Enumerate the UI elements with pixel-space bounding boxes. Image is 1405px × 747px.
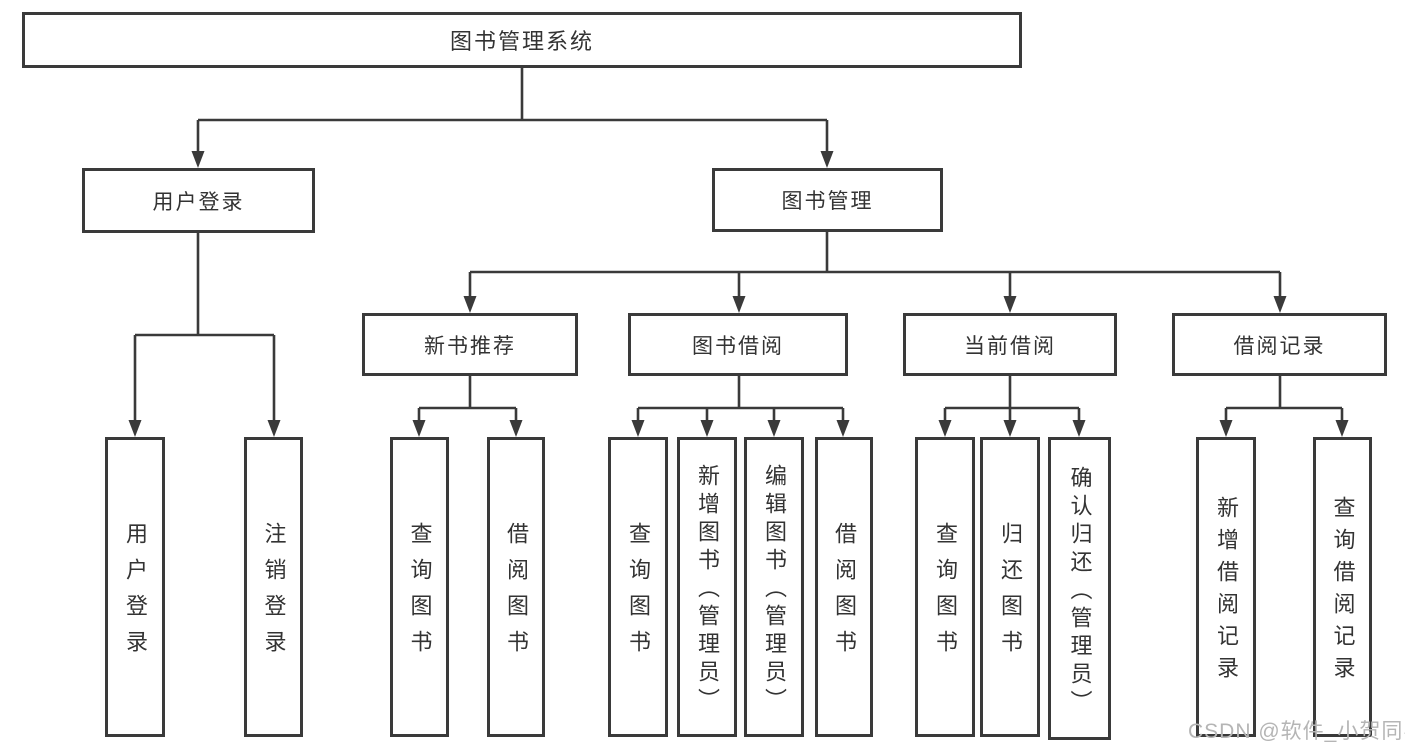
leaf-query-borrow-record: 查询借阅记录 [1313, 437, 1372, 737]
node-user-login: 用户登录 [82, 168, 315, 233]
leaf-borrow-books-recommend-label: 借阅图书 [504, 522, 529, 666]
node-book-management: 图书管理 [712, 168, 943, 232]
leaf-borrow-books-recommend: 借阅图书 [487, 437, 545, 737]
node-book-borrow-label: 图书借阅 [692, 334, 784, 358]
node-current-borrow: 当前借阅 [903, 313, 1117, 376]
leaf-user-login-label: 用户登录 [123, 522, 148, 666]
node-borrow-records: 借阅记录 [1172, 313, 1387, 376]
node-current-borrow-label: 当前借阅 [964, 334, 1056, 358]
arrowhead-icon [836, 420, 850, 437]
leaf-borrow-books-borrow: 借阅图书 [815, 437, 873, 737]
arrowhead-icon [767, 420, 781, 437]
arrowhead-icon [1003, 420, 1017, 437]
arrowhead-icon [509, 420, 523, 437]
arrowhead-icon [820, 151, 834, 168]
leaf-logout-label: 注销登录 [261, 522, 287, 666]
leaf-add-book-admin: 新增图书（管理员） [677, 437, 737, 737]
leaf-query-books-current-label: 查询图书 [933, 522, 958, 666]
leaf-query-books-current: 查询图书 [915, 437, 975, 737]
node-book-management-label: 图书管理 [781, 190, 874, 213]
arrowhead-icon [1219, 420, 1233, 437]
node-book-borrow: 图书借阅 [628, 313, 848, 376]
leaf-borrow-books-borrow-label: 借阅图书 [832, 522, 857, 666]
node-new-book-recommend-label: 新书推荐 [424, 334, 516, 358]
leaf-logout: 注销登录 [244, 437, 303, 737]
root-node: 图书管理系统 [22, 12, 1022, 68]
connector-current-borrow [943, 376, 1081, 423]
node-borrow-records-label: 借阅记录 [1233, 334, 1326, 358]
leaf-add-borrow-record-label: 新增借阅记录 [1214, 496, 1239, 688]
leaf-query-borrow-record-label: 查询借阅记录 [1330, 496, 1356, 688]
arrowhead-icon [463, 296, 477, 313]
leaf-query-books-borrow-label: 查询图书 [626, 522, 651, 666]
connector-user-login [133, 233, 276, 423]
node-new-book-recommend: 新书推荐 [362, 313, 578, 376]
arrowhead-icon [128, 420, 142, 437]
arrowhead-group [128, 151, 1349, 437]
connector-root [196, 68, 829, 154]
root-node-label: 图书管理系统 [449, 29, 594, 54]
leaf-edit-book-admin-label: 编辑图书（管理员） [762, 464, 787, 716]
leaf-edit-book-admin: 编辑图书（管理员） [744, 437, 804, 737]
leaf-user-login: 用户登录 [105, 437, 165, 737]
leaf-return-books-label: 归还图书 [998, 522, 1023, 666]
connector-book-borrow [636, 376, 845, 423]
arrowhead-icon [700, 420, 714, 437]
node-user-login-label: 用户登录 [152, 190, 245, 214]
connector-new-book-recommend [417, 376, 518, 423]
connector-book-management [468, 232, 1282, 299]
arrowhead-icon [267, 420, 281, 437]
leaf-query-books-recommend: 查询图书 [390, 437, 449, 737]
arrowhead-icon [631, 420, 645, 437]
leaf-return-books: 归还图书 [980, 437, 1040, 737]
watermark: CSDN @软件_小贺同学 [1188, 720, 1405, 743]
arrowhead-icon [191, 151, 205, 168]
leaf-query-books-recommend-label: 查询图书 [407, 522, 433, 666]
leaf-confirm-return-admin-label: 确认归还（管理员） [1067, 465, 1093, 718]
leaf-query-books-borrow: 查询图书 [608, 437, 668, 737]
arrowhead-icon [1335, 420, 1349, 437]
leaf-confirm-return-admin: 确认归还（管理员） [1048, 437, 1111, 740]
arrowhead-icon [938, 420, 952, 437]
arrowhead-icon [1072, 420, 1086, 437]
arrowhead-icon [1273, 296, 1287, 313]
connector-borrow-records [1224, 376, 1344, 423]
arrowhead-icon [732, 296, 746, 313]
arrowhead-icon [412, 420, 426, 437]
leaf-add-book-admin-label: 新增图书（管理员） [695, 464, 720, 716]
leaf-add-borrow-record: 新增借阅记录 [1196, 437, 1256, 737]
arrowhead-icon [1003, 296, 1017, 313]
